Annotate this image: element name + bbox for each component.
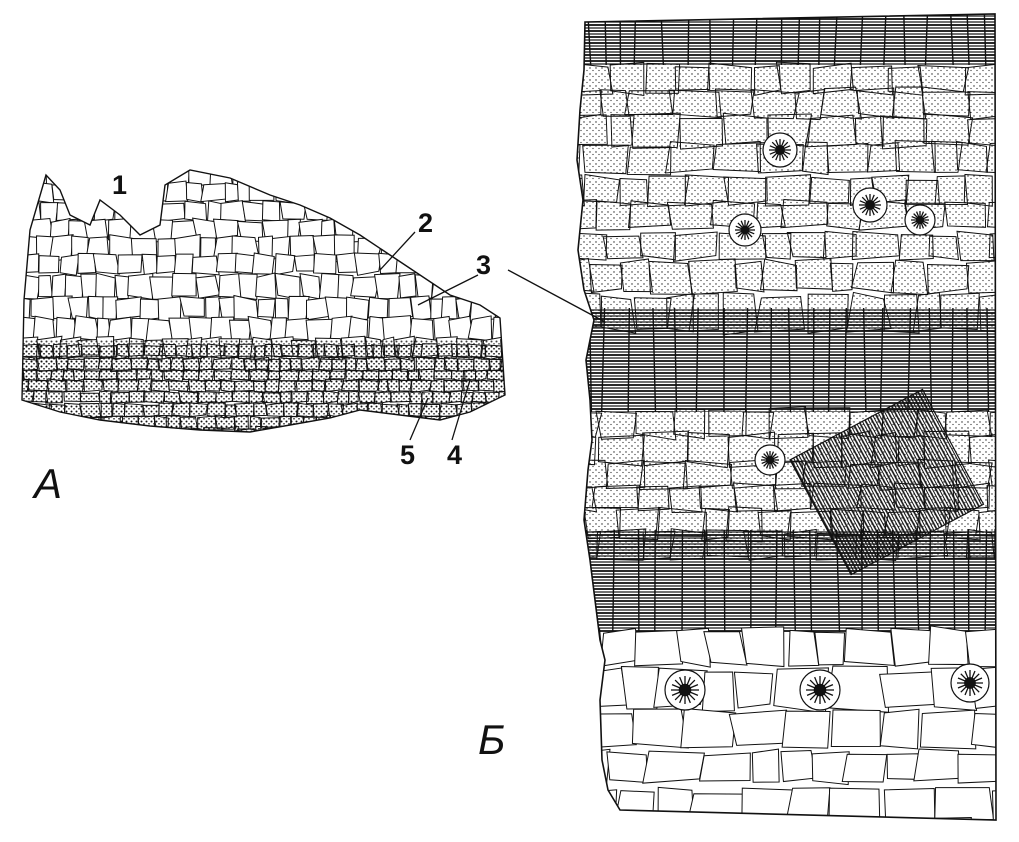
- panel-b-upper-parenchyma: [537, 62, 1019, 335]
- panel-b-label: Б: [478, 716, 505, 764]
- panel-a-tissue: [3, 163, 533, 452]
- callout-4: 4: [447, 440, 462, 471]
- callout-3: 3: [476, 250, 491, 281]
- panel-b-middle-cork-band: [569, 308, 1000, 412]
- panel-a-outer-cells: [3, 163, 533, 361]
- panel-a-label: А: [34, 460, 62, 508]
- panel-b-lower-cork-band: [570, 530, 1000, 632]
- panel-b-tissue: [532, 10, 1019, 837]
- panel-a-cambium-band: [20, 340, 510, 364]
- callout-5: 5: [400, 440, 415, 471]
- callout-1: 1: [112, 170, 127, 201]
- callout-2: 2: [418, 208, 433, 239]
